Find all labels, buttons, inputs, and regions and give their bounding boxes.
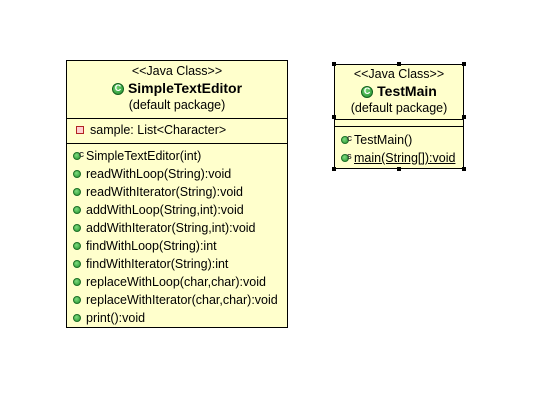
class-icon: C — [111, 82, 124, 95]
selection-handle[interactable] — [332, 167, 336, 171]
selection-handle[interactable] — [397, 62, 401, 66]
method-row[interactable]: readWithIterator(String):void — [73, 183, 287, 201]
method-label: addWithLoop(String,int):void — [86, 203, 244, 217]
stereotype-label: <<Java Class>> — [131, 64, 223, 78]
selection-handle[interactable] — [462, 115, 466, 119]
method-label: readWithLoop(String):void — [86, 167, 232, 181]
method-label: replaceWithLoop(char,char):void — [86, 275, 266, 289]
public-method-icon: S — [341, 154, 352, 162]
methods-compartment: C SimpleTextEditor(int) readWithLoop(Str… — [67, 143, 287, 327]
selection-handle[interactable] — [462, 62, 466, 66]
selection-handle[interactable] — [462, 167, 466, 171]
class-simpletexteditor[interactable]: <<Java Class>> C SimpleTextEditor (defau… — [66, 60, 288, 328]
public-method-icon — [73, 206, 81, 214]
method-row[interactable]: C SimpleTextEditor(int) — [73, 147, 287, 165]
method-row[interactable]: addWithIterator(String,int):void — [73, 219, 287, 237]
attributes-compartment — [335, 119, 463, 126]
public-method-icon — [73, 170, 81, 178]
attribute-label: sample: List<Character> — [90, 123, 227, 137]
method-row[interactable]: C TestMain() — [341, 131, 463, 149]
package-label: (default package) — [350, 101, 448, 115]
method-label: findWithLoop(String):int — [86, 239, 217, 253]
method-row[interactable]: replaceWithLoop(char,char):void — [73, 273, 287, 291]
class-icon: C — [361, 85, 374, 98]
selection-handle[interactable] — [397, 167, 401, 171]
method-row[interactable]: replaceWithIterator(char,char):void — [73, 291, 287, 309]
public-method-icon — [73, 314, 81, 322]
class-name: SimpleTextEditor — [127, 80, 243, 96]
private-field-icon — [76, 126, 84, 134]
method-row[interactable]: findWithLoop(String):int — [73, 237, 287, 255]
method-label: addWithIterator(String,int):void — [86, 221, 256, 235]
method-row[interactable]: findWithIterator(String):int — [73, 255, 287, 273]
method-label: readWithIterator(String):void — [86, 185, 244, 199]
method-row[interactable]: readWithLoop(String):void — [73, 165, 287, 183]
public-method-icon: C — [73, 152, 84, 160]
public-method-icon — [73, 242, 81, 250]
public-method-icon — [73, 278, 81, 286]
class-testmain[interactable]: <<Java Class>> C TestMain (default packa… — [334, 64, 464, 169]
class-name: TestMain — [377, 83, 437, 99]
public-method-icon — [73, 188, 81, 196]
method-row[interactable]: print():void — [73, 309, 287, 327]
selection-handle[interactable] — [332, 115, 336, 119]
attribute-row[interactable]: sample: List<Character> — [75, 121, 287, 139]
method-label: replaceWithIterator(char,char):void — [86, 293, 278, 307]
method-label: SimpleTextEditor(int) — [86, 149, 202, 163]
method-row[interactable]: S main(String[]):void — [341, 149, 463, 167]
public-method-icon: C — [341, 136, 352, 144]
method-label: findWithIterator(String):int — [86, 257, 229, 271]
method-label: TestMain() — [354, 133, 413, 147]
public-method-icon — [73, 296, 81, 304]
method-row[interactable]: addWithLoop(String,int):void — [73, 201, 287, 219]
attributes-compartment: sample: List<Character> — [67, 118, 287, 143]
class-header: <<Java Class>> C TestMain (default packa… — [335, 65, 463, 119]
public-method-icon — [73, 224, 81, 232]
public-method-icon — [73, 260, 81, 268]
method-label: print():void — [86, 311, 146, 325]
package-label: (default package) — [128, 98, 226, 112]
class-header: <<Java Class>> C SimpleTextEditor (defau… — [67, 61, 287, 118]
selection-handle[interactable] — [332, 62, 336, 66]
stereotype-label: <<Java Class>> — [353, 67, 445, 81]
method-label: main(String[]):void — [354, 151, 456, 165]
methods-compartment: C TestMain() S main(String[]):void — [335, 126, 463, 167]
